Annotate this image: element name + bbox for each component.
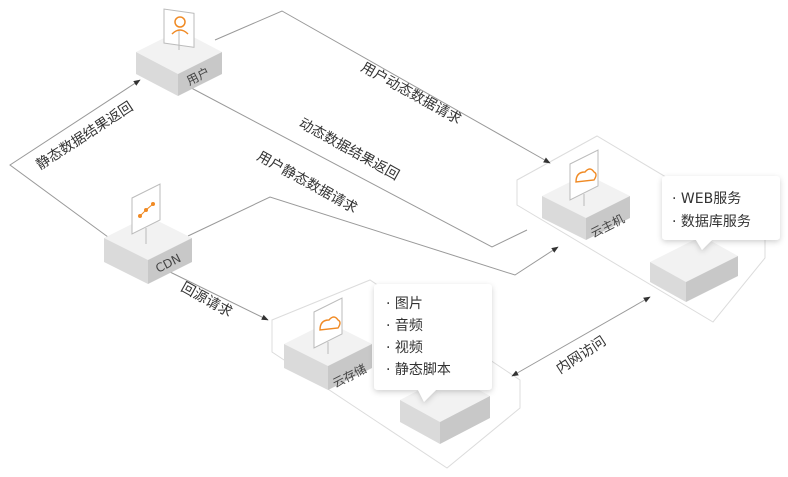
host-service-item: · 数据库服务: [672, 214, 751, 230]
label-dynamic-result-return: 动态数据结果返回: [296, 116, 402, 184]
edge-intranet-access: [511, 296, 651, 377]
label-user-dynamic-request: 用户动态数据请求: [358, 59, 464, 128]
storage-content-item: · 视频: [386, 340, 423, 356]
monitor-cloud-storage-icon: [313, 297, 343, 354]
storage-content-item: · 静态脚本: [386, 362, 451, 378]
label-user-static-request: 用户静态数据请求: [254, 148, 360, 217]
host-server-block: [650, 236, 738, 302]
storage-content-item: · 音频: [386, 317, 423, 334]
edge-static-result-return: [9, 79, 141, 238]
host-services-card: [662, 176, 780, 250]
monitor-network-icon: [131, 183, 161, 244]
cloud-storage-node[interactable]: 云存储: [284, 297, 372, 391]
user-node[interactable]: 用户: [136, 8, 222, 96]
label-intranet-access: 内网访问: [553, 333, 609, 377]
host-service-item: · WEB服务: [672, 191, 741, 207]
cloud-host-node[interactable]: 云主机: [542, 149, 630, 241]
monitor-user-icon: [163, 8, 195, 50]
edge-user-static-request: [187, 196, 559, 276]
edge-user-dynamic-request: [214, 10, 551, 164]
storage-content-item: · 图片: [386, 296, 423, 312]
storage-contents-card: [374, 284, 492, 402]
monitor-cloud-icon: [569, 149, 599, 206]
cdn-node[interactable]: CDN: [104, 183, 192, 284]
edge-dynamic-result-return: [179, 81, 528, 248]
label-static-result-return: 静态数据结果返回: [33, 99, 136, 173]
edge-origin-request: [169, 271, 269, 321]
